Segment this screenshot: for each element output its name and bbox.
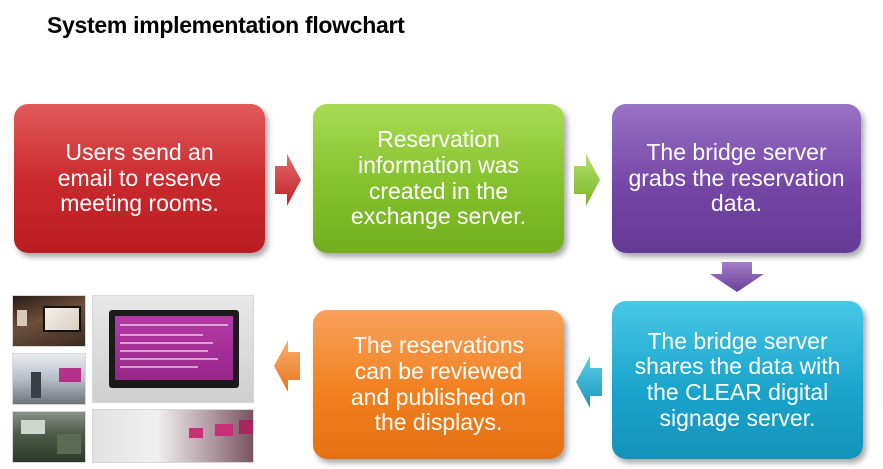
arrow-right-icon [275,154,301,206]
arrow-down-icon [710,262,764,292]
office-photo [12,411,86,463]
step-2-text: Reservation information was created in t… [350,126,527,230]
display-photo [12,295,86,347]
step-1-text: Users send an email to reserve meeting r… [57,138,222,217]
page-title: System implementation flowchart [47,12,405,38]
photo-collage [12,295,254,463]
arrow-right-icon [574,154,600,206]
wall-display-photo [92,409,254,463]
step-2-box: Reservation information was created in t… [313,104,564,253]
arrow-left-icon [274,340,300,392]
arrow-left-icon [576,356,602,408]
step-5-box: The reservations can be reviewed and pub… [313,310,564,459]
lobby-photo [12,353,86,405]
step-3-text: The bridge server grabs the reservation … [628,138,845,217]
step-4-text: The bridge server shares the data with t… [634,327,841,431]
signage-screen-photo [92,295,254,403]
step-1-box: Users send an email to reserve meeting r… [14,104,265,253]
step-4-box: The bridge server shares the data with t… [612,301,863,459]
step-5-text: The reservations can be reviewed and pub… [350,332,527,436]
step-3-box: The bridge server grabs the reservation … [612,104,861,253]
